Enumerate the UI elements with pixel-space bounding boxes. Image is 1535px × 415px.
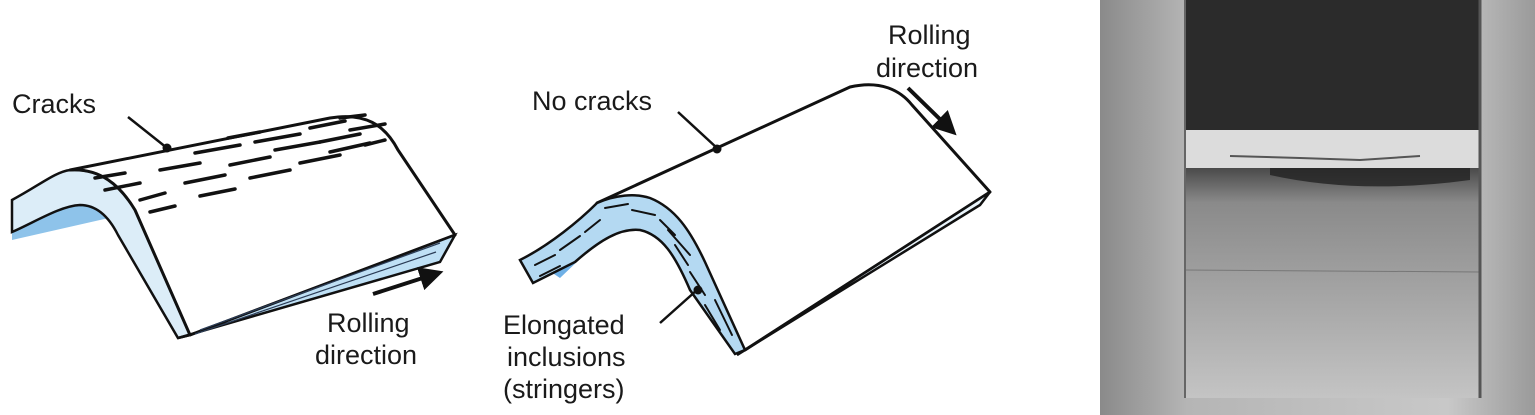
no-cracks-leader-dot <box>712 144 722 154</box>
inclusions-leader-dot <box>693 285 703 295</box>
rolling-direction-label-line2: direction <box>315 340 417 370</box>
inclusions-leader-line <box>659 289 698 324</box>
sheet-front-edge <box>177 232 458 340</box>
cracks-leader-line <box>127 116 168 149</box>
cracked-specimen-photo <box>1100 0 1535 415</box>
no-cracks-label: No cracks <box>532 86 652 116</box>
rolling-direction-label-line1: Rolling <box>327 308 410 338</box>
stringer-marks <box>534 203 733 336</box>
crack-marks <box>93 113 387 214</box>
uncracked-sheet-diagram: No cracks Rolling direction Elongated in… <box>503 20 992 404</box>
rolling-direction-arrow <box>372 267 444 296</box>
rolling-direction-arrow <box>906 86 957 136</box>
sheet-side-face <box>518 194 747 356</box>
inclusions-label-line3: (stringers) <box>503 374 625 404</box>
inclusions-label-line1: Elongated <box>503 310 625 340</box>
inclusions-label-line2: inclusions <box>507 342 626 372</box>
cracks-label: Cracks <box>12 89 96 119</box>
sheet-front-edge <box>736 190 991 357</box>
rolling-direction-label-line2: direction <box>876 53 978 83</box>
cracked-sheet-diagram: Cracks Rolling direction <box>10 89 458 370</box>
cracks-leader-dot <box>162 143 172 153</box>
rolling-direction-label-line1: Rolling <box>888 20 971 50</box>
front-edge-stringers <box>194 242 441 335</box>
no-cracks-leader-line <box>677 111 718 149</box>
